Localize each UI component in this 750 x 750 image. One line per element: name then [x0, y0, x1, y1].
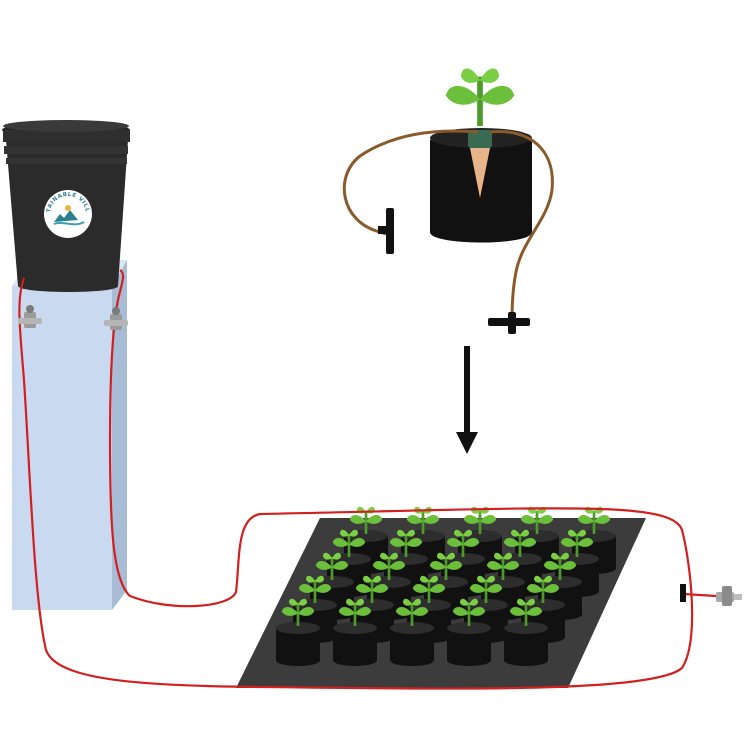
valve-icon	[716, 586, 742, 606]
seedling-icon	[446, 68, 514, 126]
tee-connector-icon	[488, 312, 530, 334]
detail-grow-bag	[430, 68, 532, 242]
tee-connector-icon	[680, 584, 686, 602]
feed-tube-outlet	[684, 594, 716, 596]
tee-connector-icon	[378, 208, 394, 254]
down-arrow-icon	[456, 346, 478, 454]
